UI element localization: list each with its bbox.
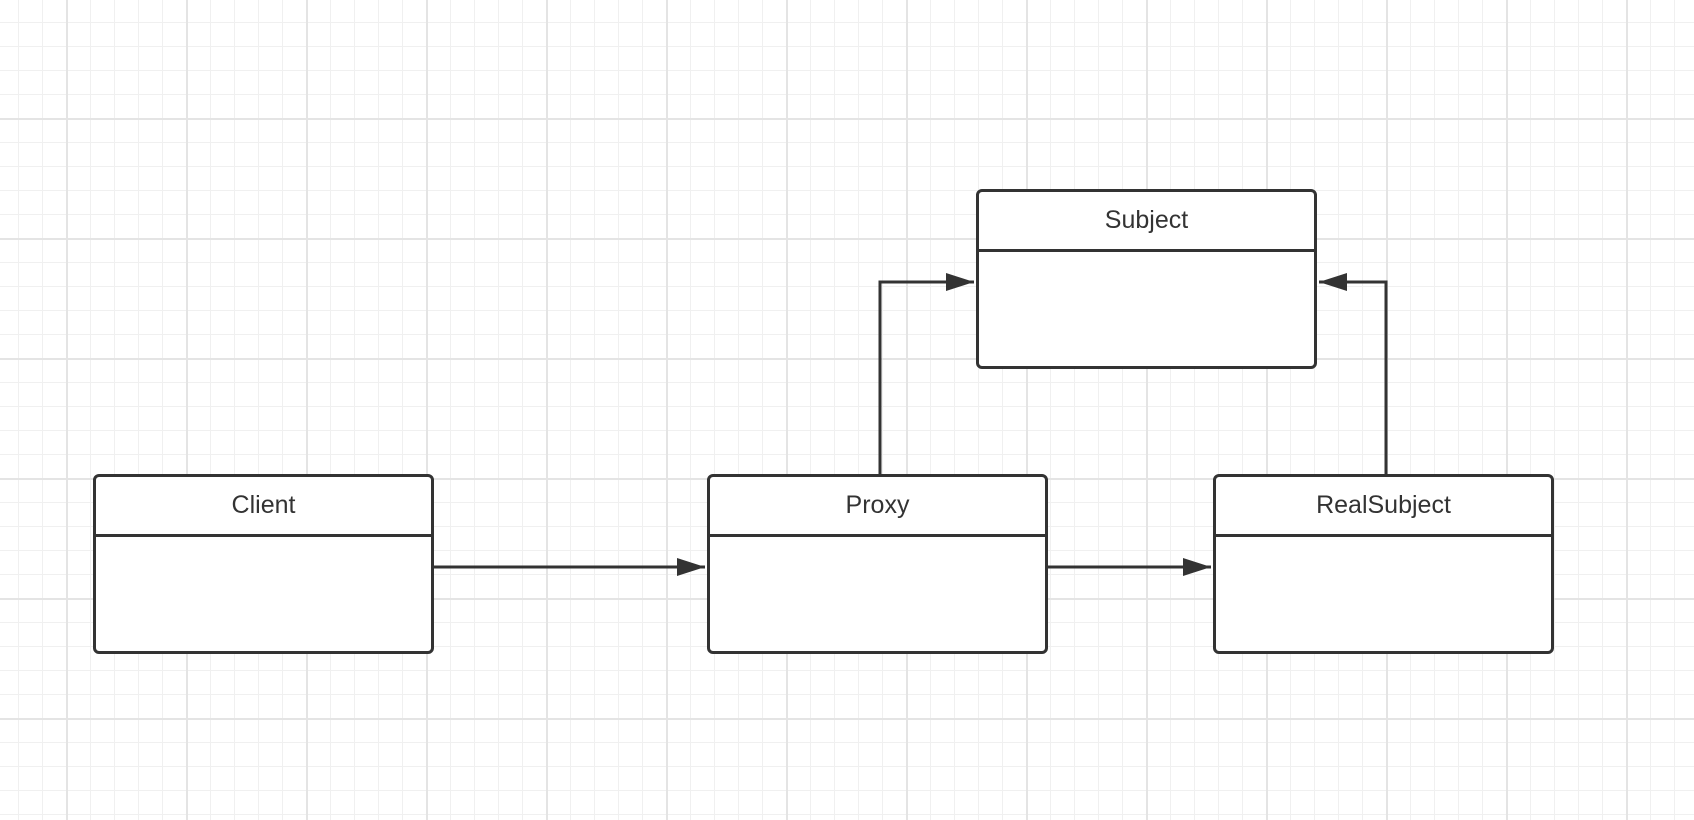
class-subject-body <box>979 252 1314 366</box>
class-client-body <box>96 537 431 651</box>
class-subject-name: Subject <box>979 192 1314 252</box>
class-realsubject-name: RealSubject <box>1216 477 1551 537</box>
arrow-realsubject-to-subject <box>1319 273 1388 474</box>
class-realsubject[interactable]: RealSubject <box>1213 474 1554 654</box>
class-client-name: Client <box>96 477 431 537</box>
class-proxy[interactable]: Proxy <box>707 474 1048 654</box>
arrow-proxy-to-subject <box>878 273 974 474</box>
class-client[interactable]: Client <box>93 474 434 654</box>
class-proxy-name: Proxy <box>710 477 1045 537</box>
class-proxy-body <box>710 537 1045 651</box>
class-realsubject-body <box>1216 537 1551 651</box>
class-subject[interactable]: Subject <box>976 189 1317 369</box>
